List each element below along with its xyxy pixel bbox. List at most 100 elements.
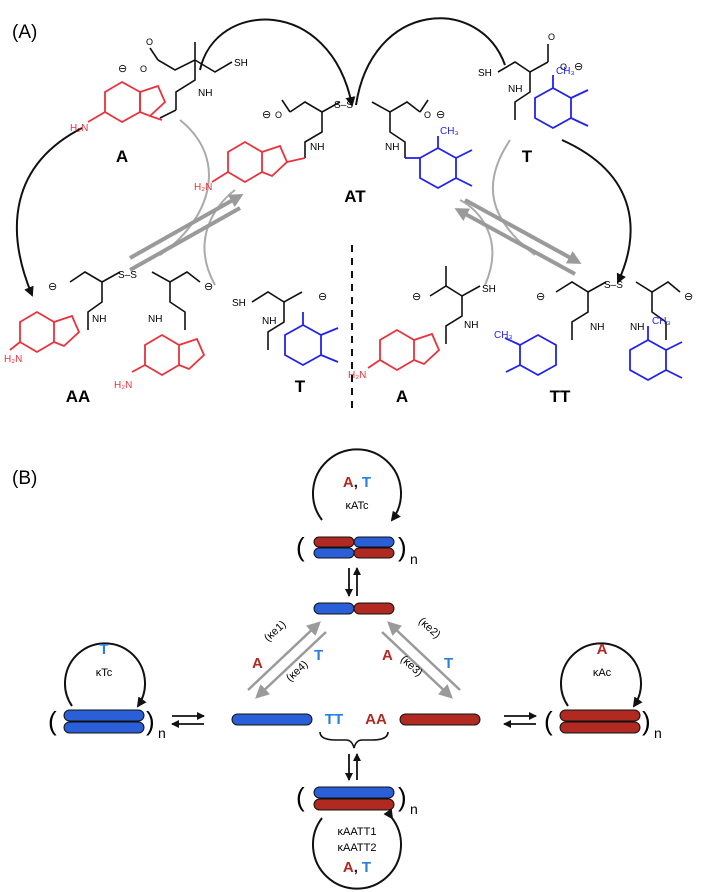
amide-nh-left: NH — [92, 314, 106, 325]
disulfide-label: S–S — [334, 100, 353, 111]
molecule-at: S–S O ⊖ O ⊖ NH NH H₂N CH₃ AT — [194, 99, 473, 206]
carboxylate-o-label: O — [140, 64, 147, 74]
minus-charge-right: ⊖ — [684, 291, 693, 303]
minus-charge-left: ⊖ — [48, 281, 57, 293]
subscript-n: n — [410, 801, 418, 817]
rate-kaatt2: κAATT2 — [338, 842, 377, 854]
compound-label-at: AT — [344, 187, 366, 206]
molecule-a-top: O O ⊖ SH NH H₂N A — [70, 37, 248, 166]
agent-a: A — [343, 859, 354, 876]
rate-kaatt1: κAATT1 — [338, 826, 377, 838]
disulfide-label: S–S — [604, 280, 623, 291]
paren-open: ( — [296, 532, 305, 562]
compound-label-tt: TT — [550, 387, 571, 406]
compound-label-t-top: T — [522, 147, 533, 166]
subscript-n: n — [654, 725, 662, 741]
right-autocatalysis-cycle: A κAc — [560, 641, 643, 708]
paren-open: ( — [544, 706, 553, 736]
label-left-a: A — [252, 655, 263, 672]
carbonyl-o-label: O — [548, 32, 555, 42]
amide-nh-label: NH — [198, 88, 212, 99]
methyl-label-right: CH₃ — [652, 316, 671, 327]
left-cycle-agent-t: T — [99, 641, 108, 658]
curve-arrow-a-to-aa — [15, 127, 83, 297]
gray-curve-left-top — [159, 119, 210, 256]
amide-nh-left: NH — [310, 142, 324, 153]
compound-label-aa: AA — [66, 387, 91, 406]
eq-arrow-left-up — [247, 621, 321, 691]
rate-ke4: (κe4) — [284, 659, 311, 685]
minus-charge-right: ⊖ — [204, 281, 213, 293]
paren-open: ( — [296, 782, 305, 812]
molecule-tt: ⊖ S–S ⊖ NH NH CH₃ CH₃ TT — [494, 280, 693, 406]
fiber-aatt-stack: ( ) n — [296, 782, 418, 817]
paren-close: ) — [398, 782, 407, 812]
bottom-autocatalysis-cycle: κAATT1 κAATT2 A,T — [312, 808, 402, 890]
amine-label: H₂N — [70, 123, 88, 134]
curve-arrow-t-to-tt — [561, 139, 632, 284]
top-cycle-agents: A,T — [343, 474, 371, 491]
label-aa: AA — [365, 711, 387, 728]
minus-charge: ⊖ — [574, 61, 583, 73]
paren-close: ) — [642, 706, 651, 736]
minus-charge-right: ⊖ — [436, 109, 445, 121]
rate-ke3: (κe3) — [398, 653, 425, 679]
amide-nh-left: NH — [590, 322, 604, 333]
carboxylate-o-label: O — [560, 62, 567, 72]
thiol-label: SH — [478, 68, 492, 79]
paren-close: ) — [146, 706, 155, 736]
bottom-cycle-agents: A,T — [343, 859, 371, 876]
minus-charge: ⊖ — [118, 63, 127, 75]
gray-curve-left-bottom — [203, 189, 236, 286]
eq-arrow-right-up — [387, 621, 461, 691]
equilibrium-arrow-left-back — [129, 206, 241, 272]
amine-label: H₂N — [194, 182, 212, 193]
amide-nh-label: NH — [464, 320, 478, 331]
disulfide-label: S–S — [118, 270, 137, 281]
minus-charge: ⊖ — [318, 291, 327, 303]
amide-nh-right: NH — [630, 322, 644, 333]
subscript-n: n — [158, 725, 166, 741]
fiber-tt-stack: ( ) n — [48, 706, 166, 741]
label-tt: TT — [325, 711, 343, 728]
amine-label: H₂N — [348, 370, 366, 381]
curve-arrow-t-to-at — [355, 17, 506, 106]
gray-curve-right-bottom — [459, 199, 494, 286]
methyl-label: CH₃ — [556, 66, 575, 77]
top-autocatalysis-cycle: A,T κATc — [312, 448, 402, 522]
agent-sep: , — [354, 474, 358, 491]
minus-charge: ⊖ — [412, 291, 421, 303]
label-right-a: A — [382, 647, 393, 664]
thiol-label: SH — [234, 58, 248, 69]
molecule-a-bottom: ⊖ SH NH H₂N A — [348, 266, 496, 406]
amine-label-left: H₂N — [4, 354, 22, 365]
carbonyl-o-label: O — [146, 37, 153, 47]
curve-arrow-a-to-at — [199, 18, 356, 107]
agent-t: T — [362, 859, 371, 876]
molecule-t-bottom: SH ⊖ NH T — [232, 291, 339, 396]
compound-label-a-top: A — [116, 147, 128, 166]
amide-nh-right: NH — [148, 314, 162, 325]
agent-t: T — [362, 474, 371, 491]
amide-nh-label: NH — [262, 316, 276, 327]
panel-a-label: (A) — [12, 22, 37, 43]
carboxylate-o-label: O — [275, 110, 282, 120]
aa-monomer — [399, 713, 481, 726]
agent-a: A — [343, 474, 354, 491]
tt-monomer — [231, 713, 313, 726]
amide-nh-label: NH — [508, 84, 522, 95]
amide-nh-right: NH — [385, 142, 399, 153]
compound-label-a-bottom: A — [396, 387, 408, 406]
left-autocatalysis-cycle: T κTc — [64, 641, 147, 708]
equilibrium-arrow-right-forward — [464, 198, 582, 264]
carboxylate-o-label: O — [424, 110, 431, 120]
compound-label-t-bottom: T — [295, 377, 306, 396]
agent-sep: , — [354, 859, 358, 876]
minus-charge-left: ⊖ — [262, 109, 271, 121]
at-monomer — [313, 602, 395, 615]
panel-b-label: (B) — [12, 468, 37, 489]
rate-ke2: (κe2) — [416, 615, 443, 641]
minus-charge-left: ⊖ — [536, 291, 545, 303]
thiol-label: SH — [482, 284, 496, 295]
